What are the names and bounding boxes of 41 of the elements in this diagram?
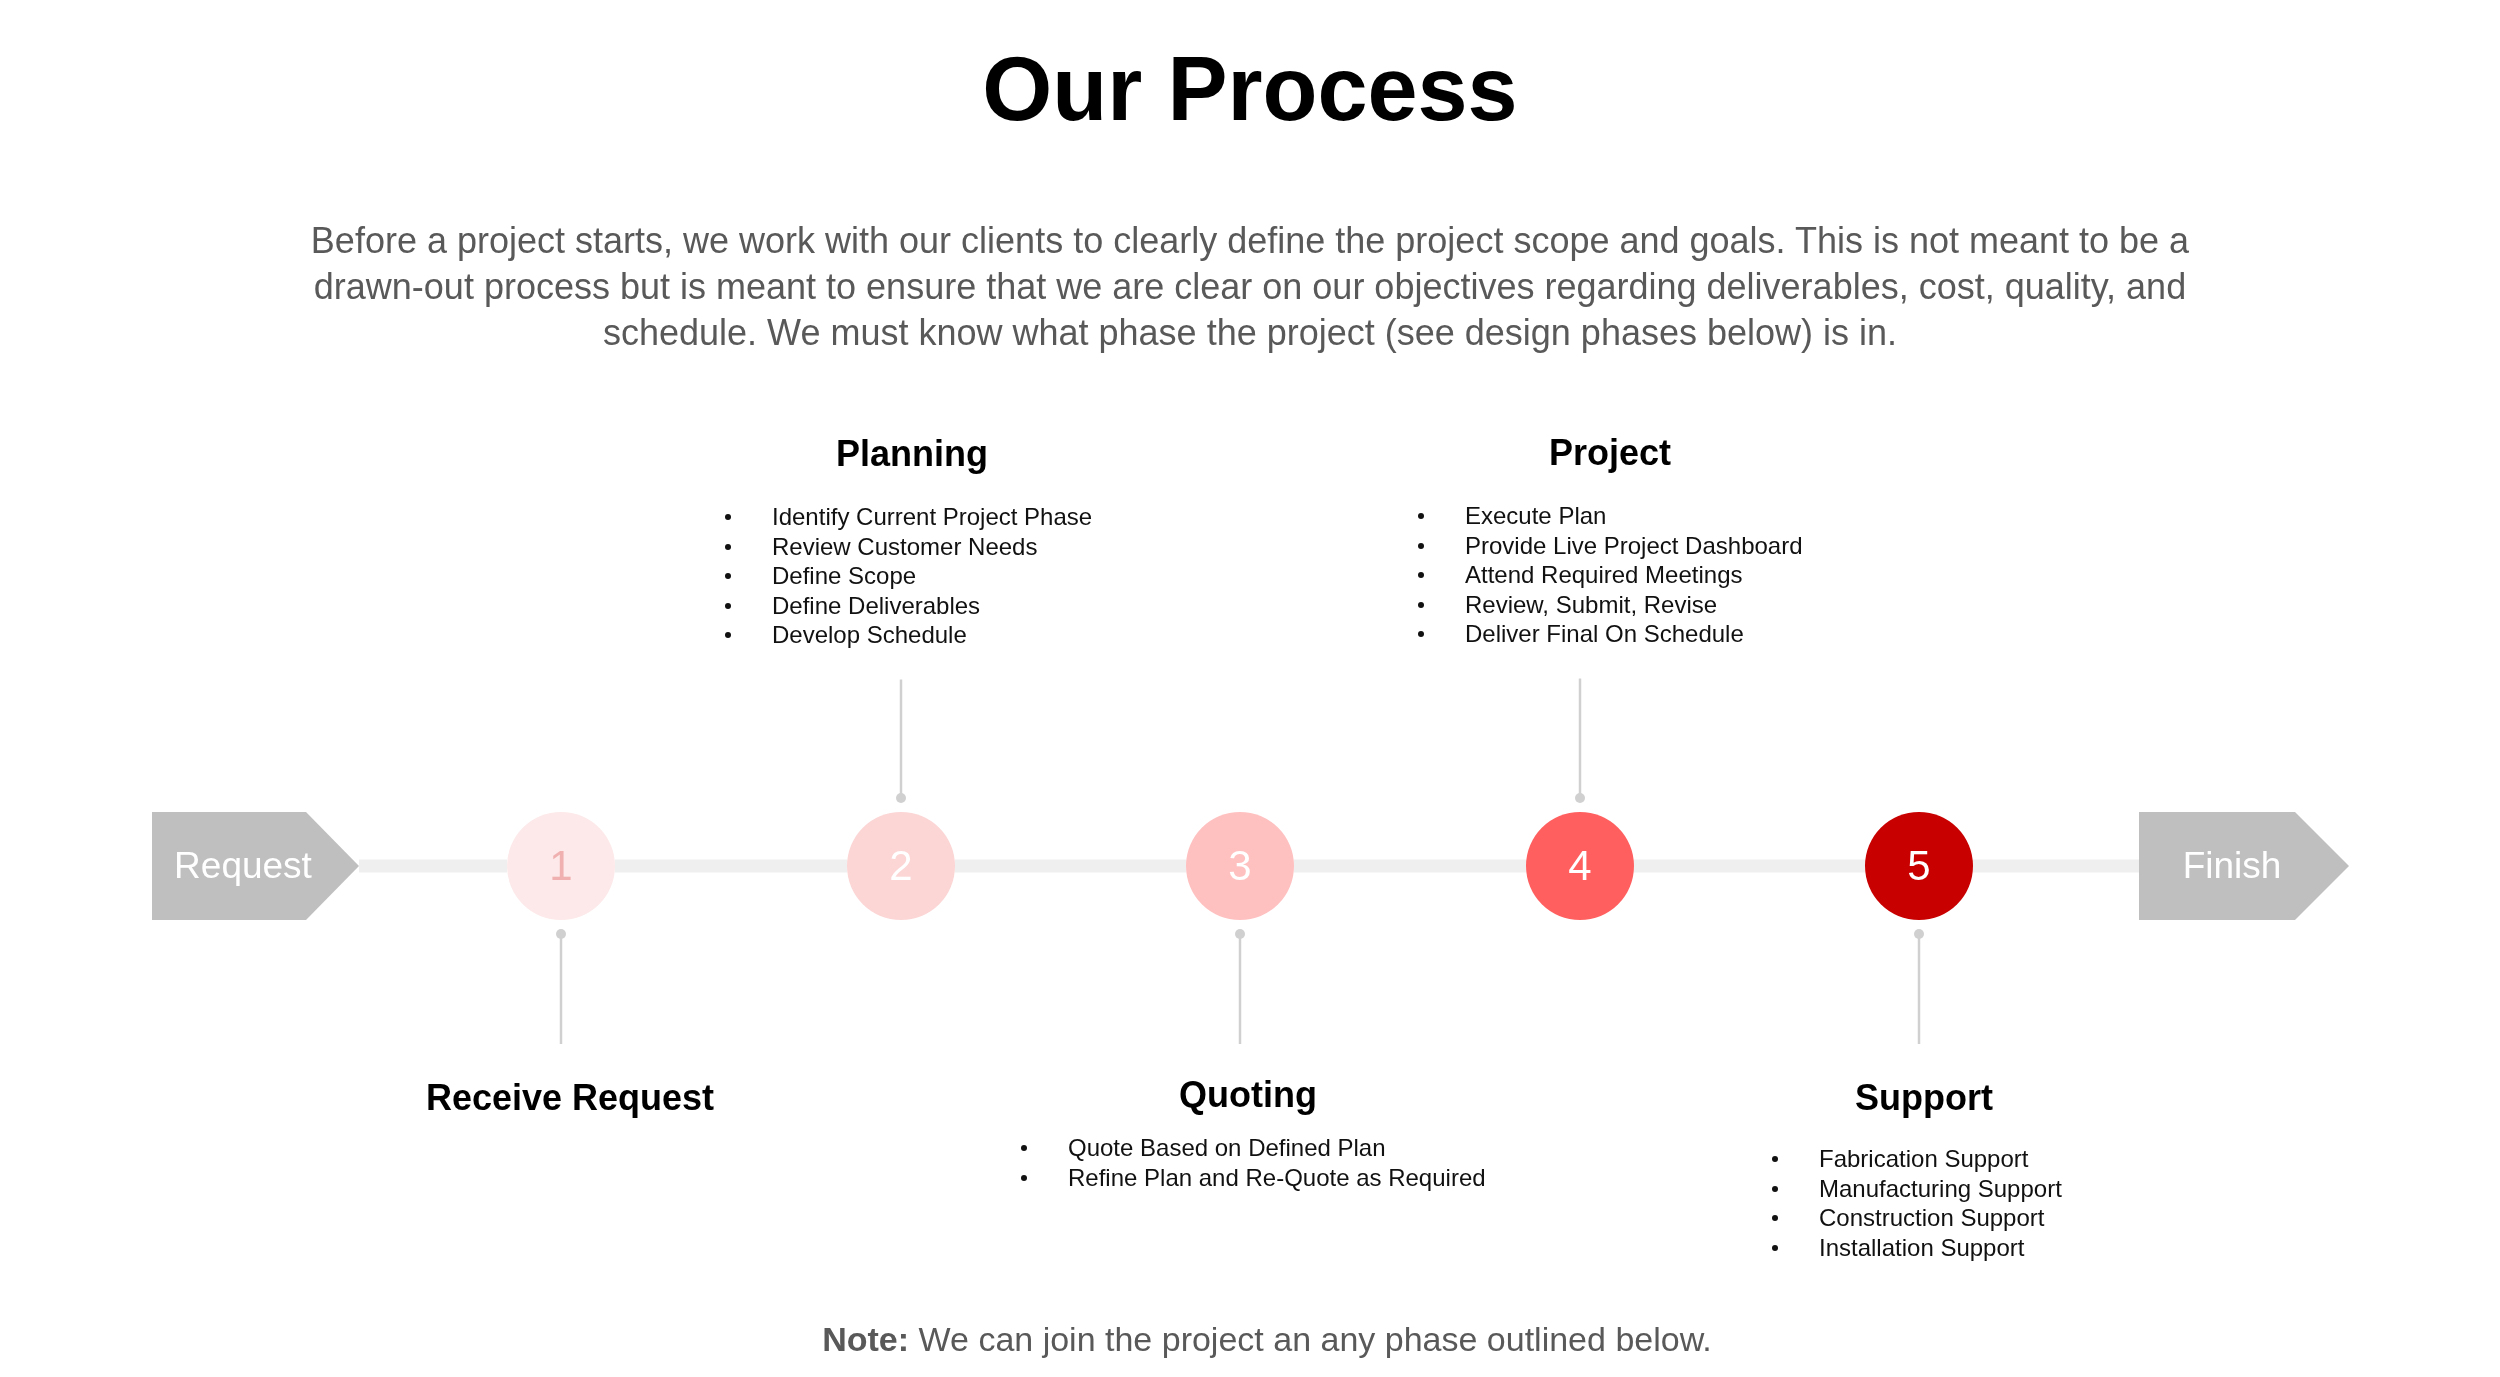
timeline-line (955, 859, 1186, 873)
bullet-item: Execute Plan (1405, 501, 1607, 531)
bullet-item: Deliver Final On Schedule (1405, 619, 1744, 649)
bullet-item: Review Customer Needs (712, 531, 1038, 561)
timeline-line (1294, 859, 1526, 873)
timeline-line (615, 859, 847, 873)
endpoint-label: Request (174, 845, 312, 887)
note-text: Note: We can join the project an any phase outlined below. (822, 1319, 1712, 1360)
phase-heading: Receive Request (425, 1076, 715, 1119)
bullet-item: Define Scope (712, 561, 917, 591)
timeline-line (359, 859, 507, 873)
bullet-item: Identify Current Project Phase (712, 502, 1093, 532)
bullet-item: Define Deliverables (712, 590, 981, 620)
phase-heading: Project (1548, 431, 1671, 474)
phase-heading: Planning (836, 432, 988, 475)
bullet-item: Installation Support (1759, 1232, 2025, 1262)
step-number: 3 (1228, 845, 1252, 887)
phase-heading: Quoting (1179, 1073, 1317, 1116)
step-number: 4 (1568, 845, 1592, 887)
intro-paragraph: Before a project starts, we work with our clients to clearly define the project scope and goals. This is not meant to be a drawn-out process but is meant to ensure that we are clear on our objectives regarding deliverables, cost, quality, and schedule. We must know what phase the project (see design phases below) is in. (309, 219, 2191, 355)
endpoint-label: Finish (2182, 845, 2282, 887)
bullet-item: Manufacturing Support (1759, 1173, 2062, 1203)
leader-line (556, 929, 566, 1044)
bullet-item: Refine Plan and Re-Quote as Required (1008, 1162, 1486, 1192)
step-number: 5 (1907, 845, 1931, 887)
bullet-item: Attend Required Meetings (1405, 560, 1743, 590)
leader-line (896, 679, 906, 803)
bullet-item: Construction Support (1759, 1203, 2045, 1233)
phase-heading: Support (1855, 1076, 1993, 1119)
timeline-line (1634, 859, 1865, 873)
leader-line (1575, 678, 1585, 803)
timeline-line (1973, 859, 2139, 873)
bullet-item: Develop Schedule (712, 620, 967, 650)
bullet-item: Quote Based on Defined Plan (1008, 1133, 1386, 1163)
bullet-item: Fabrication Support (1759, 1144, 2029, 1174)
title: Our Process (982, 40, 1518, 139)
bullet-item: Provide Live Project Dashboard (1405, 530, 1803, 560)
step-number: 1 (549, 845, 573, 887)
leader-line (1235, 929, 1245, 1044)
leader-line (1914, 929, 1924, 1044)
bullet-item: Review, Submit, Revise (1405, 589, 1718, 619)
